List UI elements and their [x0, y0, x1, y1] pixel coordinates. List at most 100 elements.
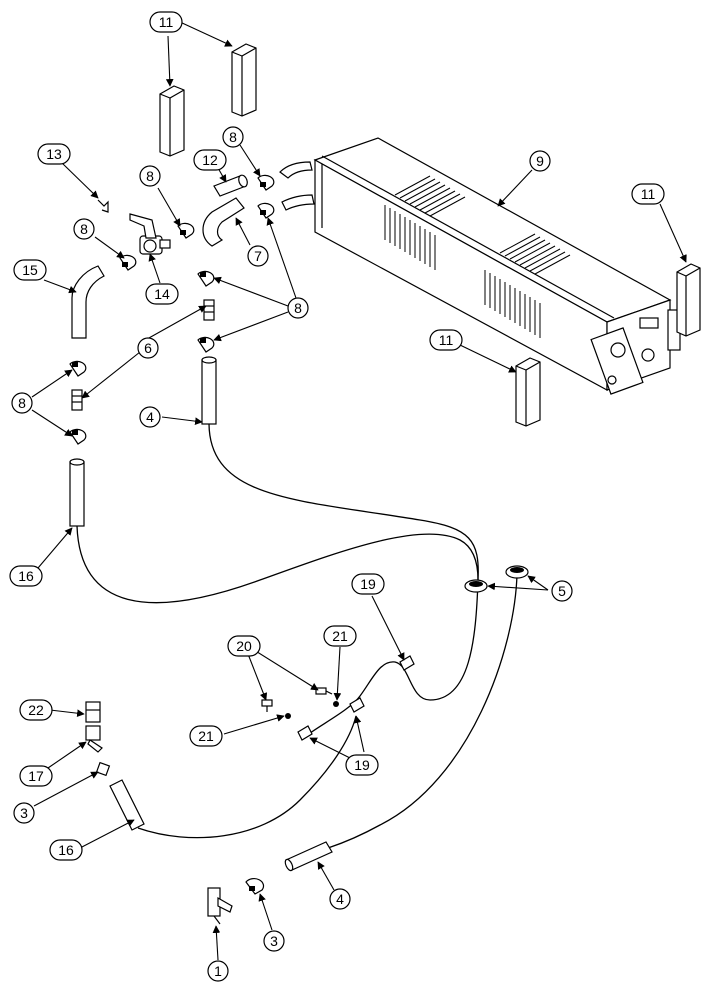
svg-text:9: 9 — [536, 153, 544, 169]
svg-text:11: 11 — [439, 332, 454, 348]
svg-text:13: 13 — [46, 146, 62, 162]
svg-text:5: 5 — [558, 583, 566, 599]
grommet — [505, 565, 529, 579]
svg-text:19: 19 — [360, 576, 376, 592]
screw — [315, 687, 333, 695]
clip-19 — [349, 697, 365, 713]
hose-line — [137, 715, 357, 839]
callout-14: 14 — [145, 283, 179, 305]
hose-line — [327, 573, 518, 849]
svg-text:12: 12 — [202, 152, 218, 168]
nut — [333, 701, 339, 707]
svg-text:8: 8 — [146, 168, 154, 184]
svg-text:8: 8 — [80, 221, 88, 237]
callout-21: 21 — [323, 625, 357, 647]
svg-text:16: 16 — [18, 568, 34, 584]
grommet — [464, 579, 488, 593]
drain-valve — [207, 887, 233, 925]
fitting — [203, 299, 215, 321]
callout-5: 5 — [551, 580, 573, 602]
callout-12: 12 — [193, 149, 227, 171]
callout-8: 8 — [222, 126, 244, 148]
callout-21: 21 — [189, 725, 223, 747]
svg-text:11: 11 — [641, 186, 656, 202]
heater-core — [279, 137, 681, 395]
clamp — [69, 360, 87, 377]
callout-11: 11 — [631, 183, 665, 205]
clip-13 — [97, 199, 109, 213]
clamp — [177, 222, 195, 239]
clamp — [257, 202, 275, 219]
hose-12 — [213, 174, 248, 197]
fitting-22 — [85, 701, 101, 723]
callout-3: 3 — [13, 802, 35, 824]
hose-16-upper — [69, 458, 85, 527]
fitting — [71, 389, 83, 411]
svg-text:19: 19 — [354, 757, 370, 773]
hose-4-lower — [284, 841, 333, 872]
callout-8: 8 — [11, 392, 33, 414]
hose-16-lower — [109, 779, 145, 831]
clamp — [69, 428, 87, 445]
callout-8: 8 — [73, 218, 95, 240]
callout-11: 11 — [429, 329, 463, 351]
callout-19: 19 — [345, 754, 379, 776]
foam-block-lower — [515, 357, 541, 427]
callout-4: 4 — [329, 888, 351, 910]
nut — [285, 713, 291, 719]
water-valve — [129, 213, 171, 255]
svg-text:1: 1 — [214, 963, 222, 979]
clamp — [197, 336, 215, 353]
svg-text:15: 15 — [22, 262, 38, 278]
svg-text:4: 4 — [336, 891, 344, 907]
svg-text:8: 8 — [229, 129, 237, 145]
clamp — [245, 878, 265, 895]
callout-6: 6 — [137, 337, 159, 359]
svg-text:6: 6 — [144, 340, 152, 356]
callout-7: 7 — [247, 245, 269, 267]
svg-text:17: 17 — [28, 768, 44, 784]
clip-19 — [399, 655, 415, 671]
callout-17: 17 — [19, 765, 53, 787]
callout-1: 1 — [207, 960, 229, 982]
hose-7 — [202, 197, 245, 247]
callout-19: 19 — [351, 573, 385, 595]
hose-line — [76, 525, 479, 604]
callout-3: 3 — [263, 930, 285, 952]
callout-16: 16 — [9, 565, 43, 587]
svg-text:3: 3 — [20, 805, 28, 821]
foam-block-mid — [159, 85, 185, 157]
callout-20: 20 — [227, 635, 261, 657]
clamp — [119, 254, 137, 271]
callout-22: 22 — [19, 699, 53, 721]
svg-text:21: 21 — [332, 628, 348, 644]
valve-17 — [85, 725, 103, 753]
screw — [261, 699, 273, 712]
svg-text:7: 7 — [254, 248, 262, 264]
svg-text:3: 3 — [270, 933, 278, 949]
callout-16: 16 — [49, 839, 83, 861]
clip-19 — [297, 725, 313, 741]
clamp-3 — [95, 761, 111, 777]
foam-block-top — [231, 43, 257, 117]
clamp — [197, 270, 215, 287]
svg-text:8: 8 — [294, 300, 302, 316]
callout-8: 8 — [287, 297, 309, 319]
hose-4-upper — [201, 356, 217, 425]
callout-11: 11 — [149, 11, 183, 33]
hose-line — [208, 423, 479, 737]
foam-block-right — [676, 263, 701, 337]
svg-text:22: 22 — [28, 702, 44, 718]
hose-15 — [71, 265, 105, 339]
svg-text:21: 21 — [198, 728, 214, 744]
callout-15: 15 — [13, 259, 47, 281]
callout-8: 8 — [139, 165, 161, 187]
svg-text:14: 14 — [154, 286, 170, 302]
svg-text:8: 8 — [18, 395, 26, 411]
callout-13: 13 — [37, 143, 71, 165]
svg-text:4: 4 — [146, 409, 154, 425]
svg-text:20: 20 — [236, 638, 252, 654]
clamp — [257, 174, 275, 191]
callout-4: 4 — [139, 406, 161, 428]
